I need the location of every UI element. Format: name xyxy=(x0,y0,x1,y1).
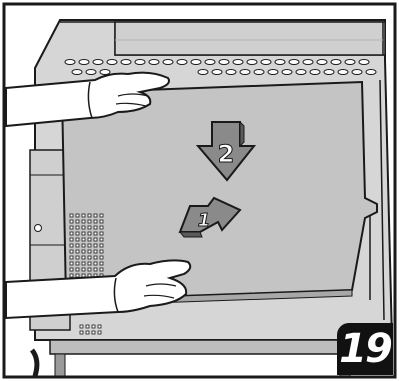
arrow-second-label: 2 xyxy=(218,140,235,168)
step-number-badge: 19 xyxy=(337,323,393,375)
step-number: 19 xyxy=(339,329,391,369)
arrow-first-label: 1 xyxy=(198,210,211,231)
